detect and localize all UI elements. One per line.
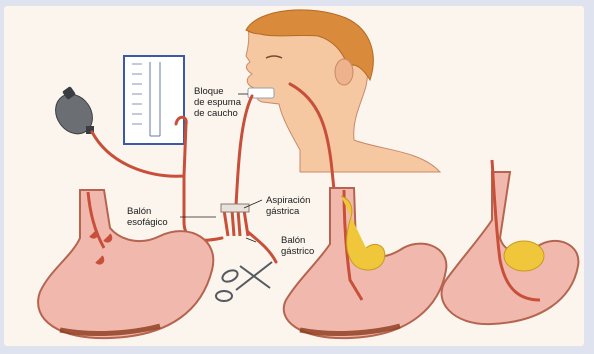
label-gastric-balloon: Balón gástrico	[281, 235, 314, 257]
label-line: Balón	[127, 206, 168, 217]
label-line: gástrica	[266, 206, 310, 217]
label-gastric-aspiration: Aspiración gástrica	[266, 195, 310, 217]
label-line: de caucho	[194, 108, 241, 119]
inflated-gastric-balloon	[504, 241, 544, 271]
label-line: Aspiración	[266, 195, 310, 206]
manometer-icon	[124, 56, 184, 144]
label-line: gástrico	[281, 246, 314, 257]
label-line: Balón	[281, 235, 314, 246]
label-line: de espuma	[194, 97, 241, 108]
label-line: esofágico	[127, 217, 168, 228]
label-line: Bloque	[194, 86, 241, 97]
ear	[335, 59, 353, 85]
label-foam-block: Bloque de espuma de caucho	[194, 86, 241, 119]
label-esophageal-balloon: Balón esofágico	[127, 206, 168, 228]
